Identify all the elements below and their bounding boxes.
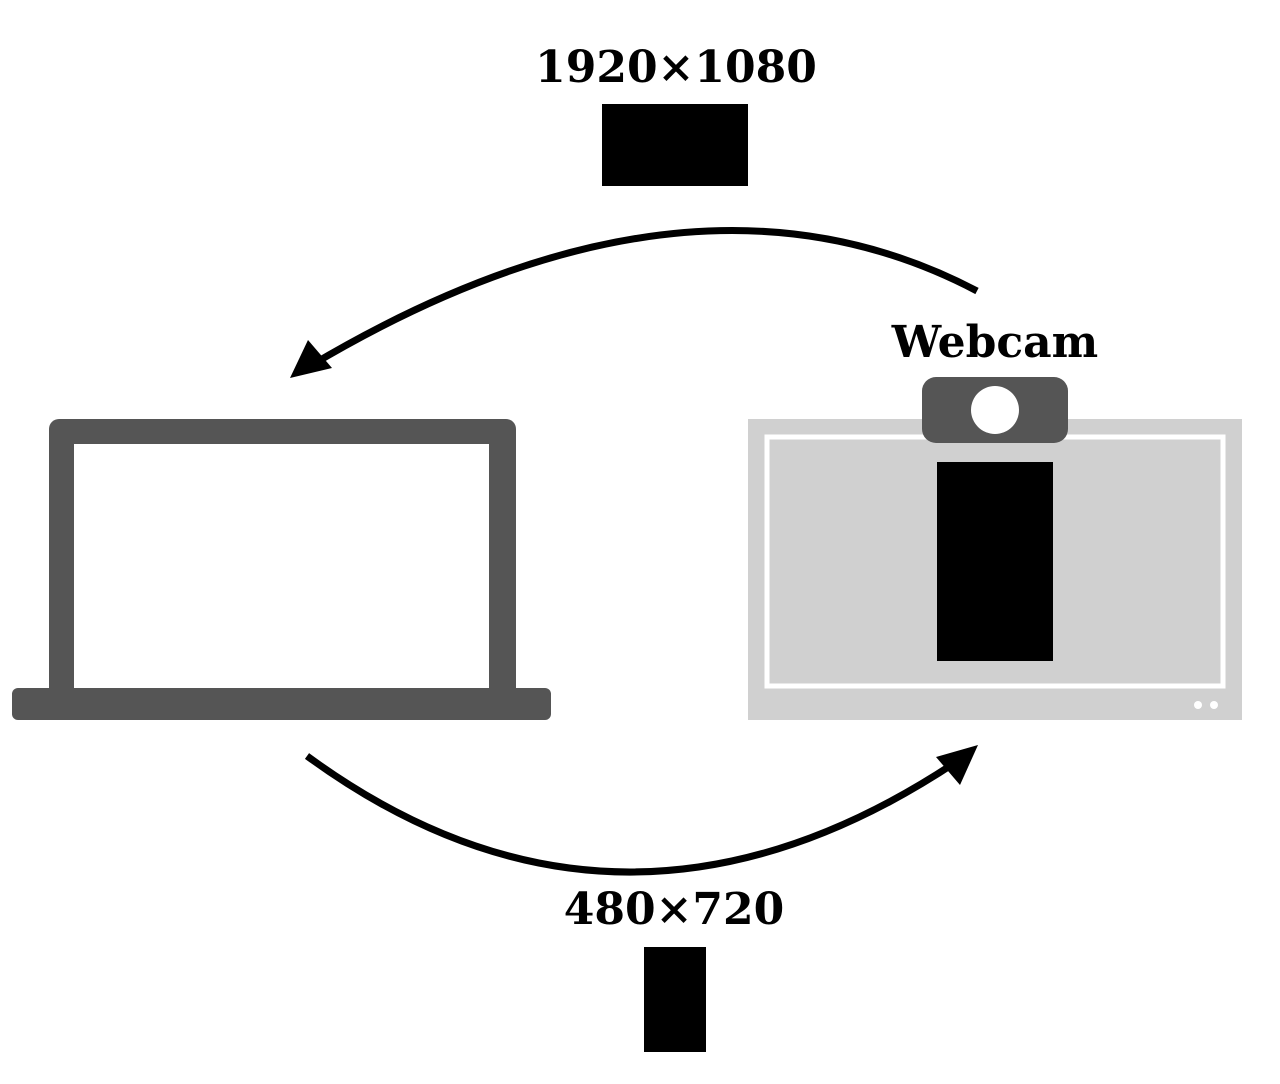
laptop-icon — [12, 419, 551, 720]
webcam-icon — [922, 377, 1068, 443]
monitor-status-dot — [1194, 701, 1202, 709]
bottom-video-frame — [644, 947, 706, 1052]
top-video-frame — [602, 104, 748, 186]
bottom-arrow — [304, 745, 978, 876]
webcam-lens-icon — [971, 386, 1019, 434]
top-resolution-label: 1920×1080 — [535, 42, 817, 93]
bottom-resolution-label: 480×720 — [564, 884, 785, 935]
webcam-label: Webcam — [891, 317, 1098, 368]
monitor-video-frame — [937, 462, 1053, 661]
monitor-status-dot — [1210, 701, 1218, 709]
top-arrow — [290, 227, 979, 378]
